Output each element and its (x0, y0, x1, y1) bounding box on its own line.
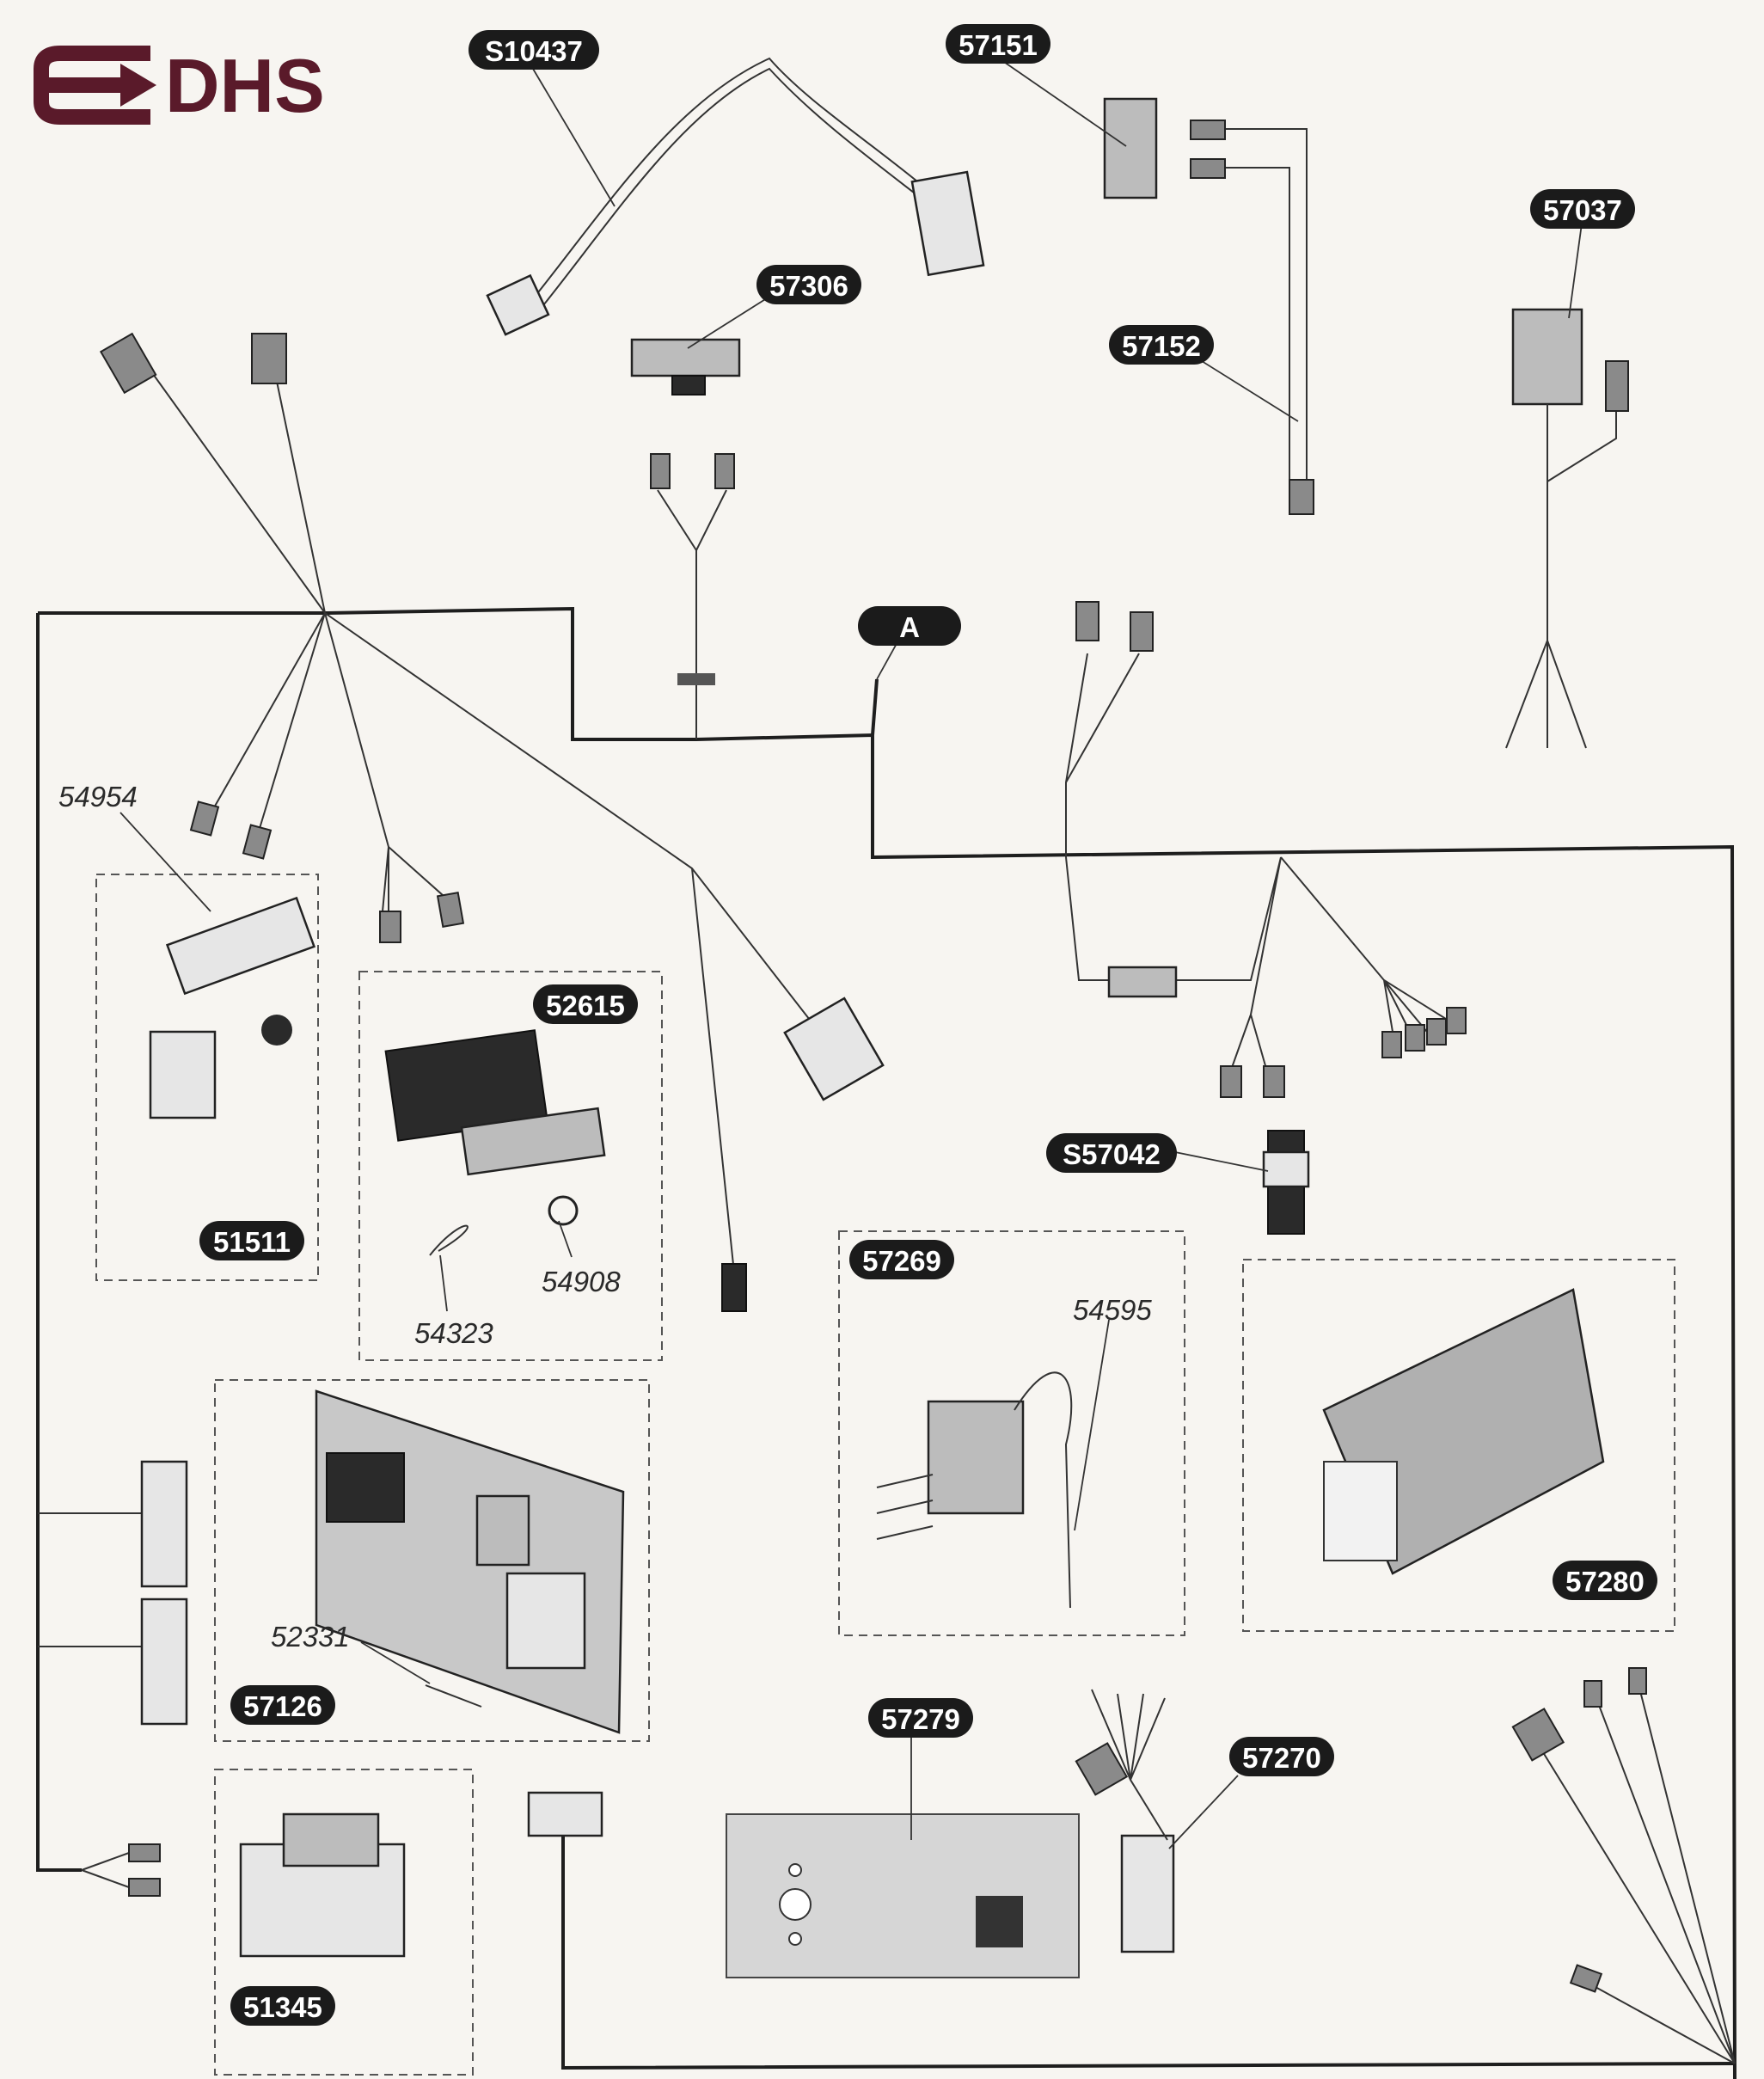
label-54954: 54954 (58, 781, 138, 813)
label-57306: 57306 (756, 265, 861, 304)
assembly-52615 (358, 971, 663, 1361)
switch-57306 (630, 338, 741, 396)
bottom-right-fan-harness (1511, 1667, 1736, 2064)
sensor-57037 (1505, 308, 1629, 749)
label-57279: 57279 (868, 1698, 973, 1738)
label-57152: 57152 (1109, 325, 1214, 365)
left-star-harness (99, 332, 885, 1312)
transformer-51345 (214, 1769, 474, 2076)
relay-57151 (1103, 97, 1314, 515)
right-harness (1065, 601, 1467, 1098)
svg-text:57269: 57269 (862, 1245, 941, 1277)
connector-s57042 (1262, 1130, 1310, 1235)
label-54595: 54595 (1073, 1294, 1152, 1326)
svg-text:57280: 57280 (1565, 1566, 1645, 1598)
svg-text:57126: 57126 (243, 1690, 322, 1722)
label-57126: 57126 (230, 1685, 335, 1725)
kit-51511 (95, 874, 319, 1281)
gas-valve-57280 (1242, 1259, 1675, 1632)
dhs-logo-text: DHS (165, 43, 325, 128)
svg-text:57151: 57151 (959, 29, 1038, 61)
dhs-logo: DHS (34, 43, 325, 128)
label-57037: 57037 (1530, 189, 1635, 229)
left-side-connectors (38, 1460, 188, 1897)
svg-text:57037: 57037 (1543, 194, 1622, 226)
label-51345: 51345 (230, 1986, 335, 2026)
svg-text:51511: 51511 (213, 1226, 291, 1258)
svg-text:52615: 52615 (546, 990, 625, 1021)
svg-text:S10437: S10437 (485, 35, 583, 67)
label-57269: 57269 (849, 1240, 954, 1279)
label-51511: 51511 (199, 1221, 304, 1260)
label-54323: 54323 (414, 1317, 493, 1349)
svg-text:51345: 51345 (243, 1991, 322, 2023)
valve-57269 (838, 1230, 1185, 1636)
svg-text:57306: 57306 (769, 270, 848, 302)
label-57151: 57151 (946, 24, 1050, 64)
label-57280: 57280 (1553, 1561, 1657, 1600)
plug-bottom-center (527, 1791, 603, 1837)
subpart-labels: 54954 54908 54323 54595 52331 (58, 781, 1152, 1653)
leader-lines (119, 59, 1583, 1849)
label-52615: 52615 (533, 984, 638, 1024)
svg-text:57152: 57152 (1122, 330, 1201, 362)
cover-plate-57279 (726, 1813, 1080, 1978)
label-s10437: S10437 (469, 30, 599, 70)
svg-text:A: A (899, 611, 920, 643)
connector-57270 (1075, 1689, 1175, 1953)
label-s57042: S57042 (1046, 1133, 1177, 1173)
label-52331: 52331 (271, 1621, 350, 1653)
control-board-57126 (214, 1379, 650, 1742)
center-y-harness (650, 453, 735, 739)
label-54908: 54908 (542, 1266, 621, 1297)
label-a: A (858, 606, 961, 646)
harness-s10437 (486, 57, 985, 336)
svg-text:57279: 57279 (881, 1703, 960, 1735)
svg-text:S57042: S57042 (1063, 1138, 1161, 1170)
label-57270: 57270 (1229, 1737, 1334, 1776)
svg-text:57270: 57270 (1242, 1742, 1321, 1774)
part-labels: S10437 57151 57037 57306 57152 A 52615 (199, 24, 1657, 2026)
